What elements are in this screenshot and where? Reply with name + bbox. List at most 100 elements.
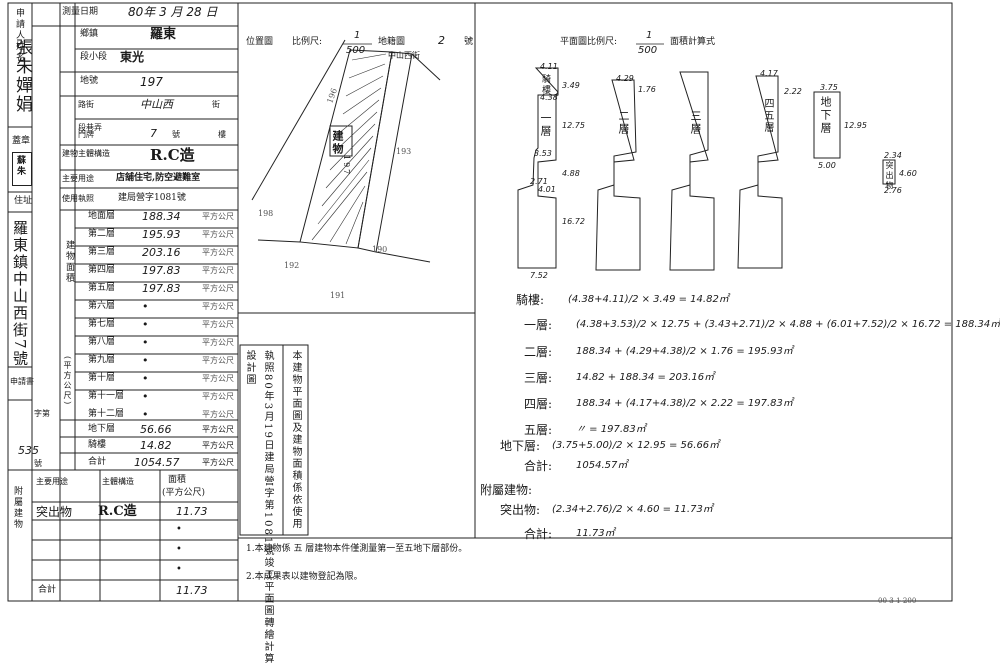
dim-16-72: 16.72 <box>562 217 585 226</box>
street-label: 中山西街 <box>388 51 420 60</box>
floor-row-unit: 平方公尺 <box>202 248 234 257</box>
total-unit: 平方公尺 <box>202 458 234 467</box>
site-plan-scale-label: 比例尺: <box>292 37 323 47</box>
application-no: 535 <box>18 444 39 457</box>
seal-label: 蓋章 <box>12 136 31 146</box>
document-frame <box>7 2 953 602</box>
lot-number-193: 193 <box>396 147 412 156</box>
dim-2-34: 2.34 <box>884 151 902 160</box>
survey-date-label: 測量日期 <box>62 7 99 17</box>
cadastral-map-no: 2 <box>438 34 445 47</box>
attached-blank-dot: • <box>176 564 182 575</box>
floor-plan-title: 平面圖比例尺: <box>560 37 618 47</box>
dim-2-76: 2.76 <box>884 186 902 195</box>
dim-4-60: 4.60 <box>899 169 917 178</box>
lot-number-192: 192 <box>284 261 300 270</box>
plan-label-2f: 二層 <box>617 110 630 136</box>
calc-formula: 〃 = 197.83㎡ <box>576 424 646 435</box>
basement-unit: 平方公尺 <box>202 425 234 434</box>
section-label: 段小段 <box>80 52 108 62</box>
dim-3-75: 3.75 <box>820 83 838 92</box>
lot-number-190: 190 <box>372 245 388 254</box>
floor-row-area: 195.93 <box>142 228 181 241</box>
floor-suffix: 樓 <box>218 130 226 139</box>
address-label: 住址 <box>14 196 33 206</box>
floor-row-area: • <box>142 354 149 367</box>
attached-group-label: 附屬建物 <box>12 486 22 530</box>
dim-6-01: 4.01 <box>538 185 556 194</box>
dim-12-95: 12.95 <box>844 121 867 130</box>
township-value: 羅東 <box>150 27 177 42</box>
floor-row-unit: 平方公尺 <box>202 374 234 383</box>
site-plan-title: 位置圖 <box>246 37 274 47</box>
footer-note-2: 2.本成果表以建物登記為限。 <box>246 572 363 582</box>
plan-label-4-5f: 四五層 <box>762 98 773 134</box>
permit-label: 使用執照 <box>62 194 94 203</box>
arcade-label: 騎樓 <box>88 440 107 450</box>
footer-note-1: 1.本建物係 五 層建物本件僅測量第一至五地下層部份。 <box>246 544 468 554</box>
survey-document: 申請人姓名 測量日期 80年 3 月 28 日 鄉鎮 羅東 段小段 東光 地號 … <box>7 2 1000 665</box>
floor-row-label: 第二層 <box>88 229 116 239</box>
dim-5-00: 5.00 <box>818 161 836 170</box>
floor-row-unit: 平方公尺 <box>202 410 234 419</box>
floor-row-label: 第七層 <box>88 319 116 329</box>
lot-number-197: 197 <box>342 155 351 177</box>
building-mark: 建物 <box>331 130 344 156</box>
floor-row-area: • <box>142 390 149 403</box>
structure-label: 建物主體構造 <box>62 149 110 158</box>
floor-row-area: 203.16 <box>142 246 181 259</box>
floor-row-label: 第三層 <box>88 247 116 257</box>
notes-box-left: 執照80年3月19日建局營字第1081號竣工平面圖轉繪計算 <box>262 350 273 665</box>
attached-unit-header: (平方公尺) <box>162 488 206 498</box>
calc-label: 三層: <box>524 371 553 385</box>
floor-row-unit: 平方公尺 <box>202 266 234 275</box>
calc-formula: 14.82 + 188.34 = 203.16㎡ <box>576 372 715 383</box>
floor-row-label: 第九層 <box>88 355 116 365</box>
floor-row-area: • <box>142 408 149 421</box>
calc-label: 合計: <box>524 459 553 473</box>
floor-row-area: • <box>142 372 149 385</box>
floor-row-label: 第六層 <box>88 301 116 311</box>
floor-plan-scale-num: 1 <box>646 30 653 41</box>
calc-formula: 188.34 + (4.29+4.38)/2 × 1.76 = 195.93㎡ <box>576 346 793 357</box>
dim-7-52: 7.52 <box>530 271 548 280</box>
attached-blank-dot: • <box>176 524 182 535</box>
floor-row-unit: 平方公尺 <box>202 320 234 329</box>
attached-item-structure: R.C造 <box>98 504 137 519</box>
floor-row-unit: 平方公尺 <box>202 356 234 365</box>
calc-label: 四層: <box>524 397 553 411</box>
calc-formula: (3.75+5.00)/2 × 12.95 = 56.66㎡ <box>552 440 720 451</box>
application-no-label: 申請書 <box>10 377 34 386</box>
floor-row-unit: 平方公尺 <box>202 392 234 401</box>
site-plan-scale-den: 500 <box>346 45 366 56</box>
floor-plan-calc-label: 面積計算式 <box>670 37 716 47</box>
cadastral-map-label: 地籍圖 <box>378 37 406 47</box>
calc-formula: (4.38+3.53)/2 × 12.75 + (3.43+2.71)/2 × … <box>576 319 1000 330</box>
door-no-value: 7 <box>150 127 157 140</box>
floor-row-label: 地面層 <box>88 211 116 221</box>
floor-row-area: 197.83 <box>142 264 181 277</box>
dim-2-71: 2.71 <box>530 177 548 186</box>
dim-3-49: 3.49 <box>562 81 580 90</box>
dim-4-38: 4.38 <box>540 93 558 102</box>
plan-label-3f: 三層 <box>689 110 702 136</box>
floor-row-area: • <box>142 300 149 313</box>
applicant-label: 申請人姓名 <box>14 8 24 63</box>
dim-3-53: 3.53 <box>534 149 552 158</box>
lot-number-191: 191 <box>330 291 346 300</box>
total-label: 合計 <box>88 457 107 467</box>
floor-row-area: • <box>142 318 149 331</box>
floor-row-label: 第十二層 <box>88 409 125 419</box>
road-suffix: 街 <box>212 100 220 109</box>
address-value: 羅東鎮中山西街7號 <box>11 220 29 368</box>
calc-label: 二層: <box>524 345 553 359</box>
calc-formula: (2.34+2.76)/2 × 4.60 = 11.73㎡ <box>552 504 713 515</box>
total-area: 1054.57 <box>134 456 180 469</box>
road-value: 中山西 <box>140 98 173 111</box>
floor-row-label: 第四層 <box>88 265 116 275</box>
calc-label: 附屬建物: <box>480 483 533 497</box>
application-no-suffix: 號 <box>34 459 42 468</box>
floors-group-label: 建物面積 <box>64 240 74 284</box>
floor-plans <box>517 67 896 271</box>
use-value: 店舖住宅,防空避難室 <box>116 173 201 183</box>
